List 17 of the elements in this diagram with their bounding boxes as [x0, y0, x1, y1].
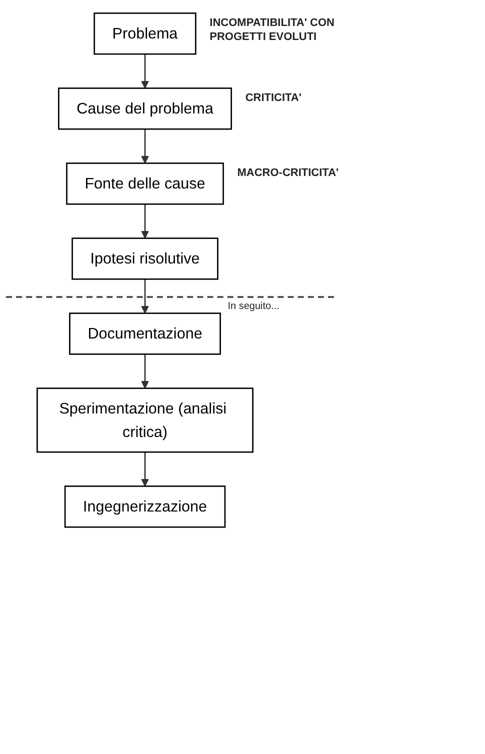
- process-box: Ingegnerizzazione: [64, 486, 226, 528]
- side-note: INCOMPATIBILITA' CON PROGETTI EVOLUTI: [210, 17, 336, 45]
- process-box: Cause del problema: [58, 88, 232, 130]
- process-box: Fonte delle cause: [66, 162, 224, 205]
- arrow: [141, 354, 149, 389]
- process-box: Documentazione: [69, 312, 221, 355]
- arrow: [141, 129, 149, 164]
- side-note: CRITICITA': [245, 92, 302, 106]
- arrow: [141, 54, 149, 89]
- process-box: Problema: [94, 12, 196, 55]
- arrow: [141, 204, 149, 239]
- note-text: In seguito...: [228, 301, 280, 312]
- side-note: MACRO-CRITICITA': [237, 167, 339, 181]
- arrow: [141, 279, 149, 314]
- process-box: Ipotesi risolutive: [72, 238, 218, 280]
- process-box: Sperimentazione (analisi critica): [36, 388, 254, 453]
- arrow: [141, 452, 149, 487]
